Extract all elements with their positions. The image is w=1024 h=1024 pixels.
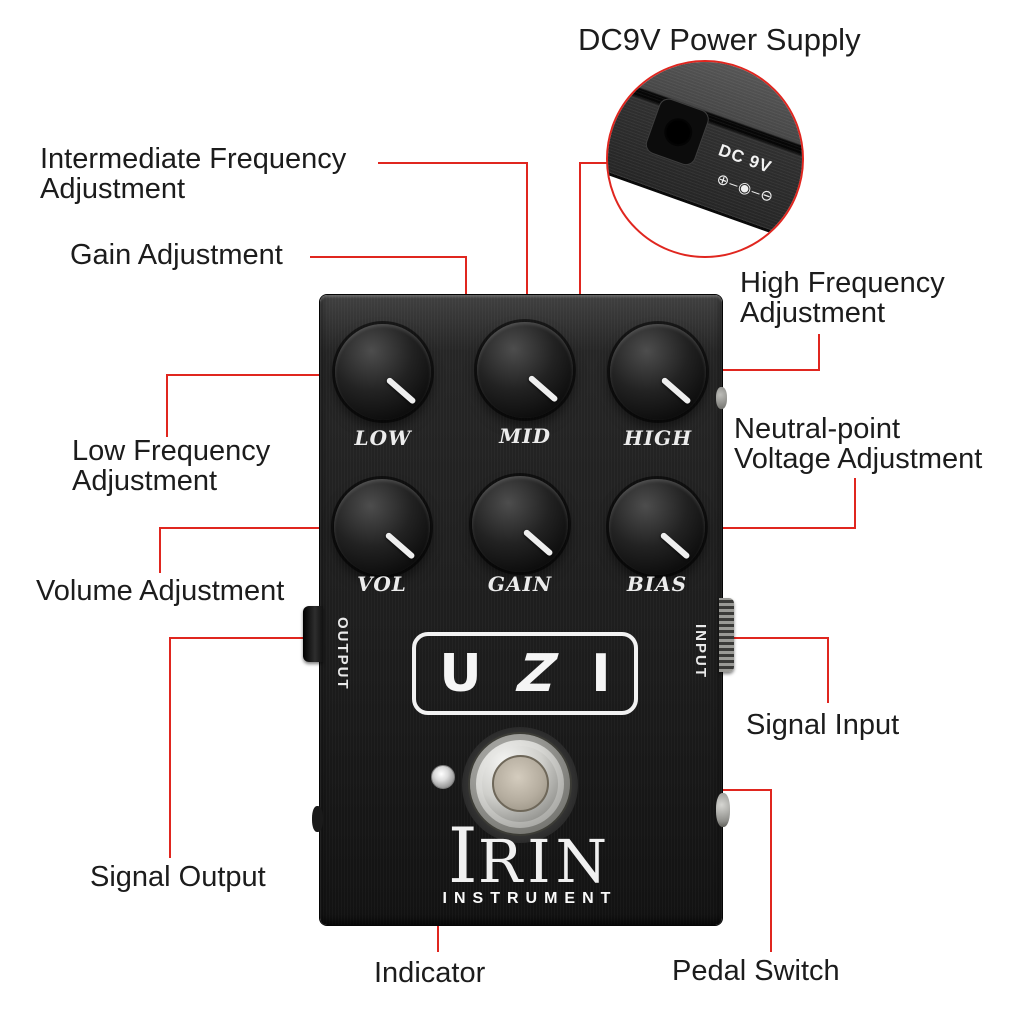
leader-dc-h <box>580 162 608 164</box>
knob-mid <box>477 322 573 418</box>
output-side-label: OUTPUT <box>334 617 351 691</box>
label-dc9v-power-supply: DC9V Power Supply <box>578 22 861 57</box>
leader-gain-h1 <box>310 256 467 258</box>
label-low-frequency-line1: Low Frequency <box>72 435 271 467</box>
label-low-frequency: Low Frequency Adjustment <box>72 436 270 496</box>
leader-intermediate-frequency-v <box>526 162 528 368</box>
brand-subtitle: INSTRUMENT <box>442 890 618 907</box>
label-volume-adjustment: Volume Adjustment <box>36 575 285 607</box>
label-high-frequency: High Frequency Adjustment <box>740 268 945 328</box>
input-side-label: INPUT <box>692 624 709 679</box>
knob-bias <box>609 479 705 575</box>
knob-label-mid: MID <box>499 424 551 448</box>
output-jack <box>303 606 323 662</box>
leader-neutral-point-v <box>854 478 856 529</box>
label-intermediate-frequency: Intermediate Frequency Adjustment <box>40 144 346 204</box>
knob-label-vol: VOL <box>357 572 407 596</box>
leader-signal-output-v <box>169 637 171 858</box>
leader-high-frequency-v <box>818 334 820 371</box>
side-screw <box>716 793 730 827</box>
model-letter-i: I <box>591 643 611 704</box>
leader-dc-v <box>579 162 581 328</box>
label-low-frequency-line2: Adjustment <box>72 465 218 498</box>
knob-gain <box>472 476 568 572</box>
model-letter-u: U <box>439 643 482 704</box>
label-signal-input: Signal Input <box>746 709 900 741</box>
knob-pointer <box>385 376 417 405</box>
brand-logo: IRIN <box>410 818 650 894</box>
brand-rest: RIN <box>477 827 613 896</box>
leader-neutral-point-h <box>656 527 856 529</box>
label-intermediate-frequency-line1: Intermediate Frequency <box>40 143 347 175</box>
leader-intermediate-frequency-h <box>378 162 528 164</box>
leader-low-frequency-h <box>166 374 382 376</box>
pedal-corner-closeup: DC 9V ⊕–◉–⊖ <box>608 62 802 256</box>
model-nameplate: U Z I <box>412 632 638 715</box>
indicator-led <box>431 765 455 789</box>
knob-high <box>610 324 706 420</box>
label-neutral-point: Neutral-point Voltage Adjustment <box>734 414 982 474</box>
side-screw <box>312 806 323 832</box>
label-signal-output: Signal Output <box>90 861 266 893</box>
leader-high-frequency-h <box>658 369 820 371</box>
dc-jack-inset: DC 9V ⊕–◉–⊖ <box>606 60 804 258</box>
dc-power-jack <box>643 95 712 168</box>
label-gain-adjustment: Gain Adjustment <box>70 239 283 271</box>
dc-jack-hole <box>660 114 697 151</box>
brand-initial: I <box>447 811 478 900</box>
input-jack <box>719 598 734 672</box>
knob-pointer <box>384 531 416 560</box>
label-high-frequency-line2: Adjustment <box>740 297 886 330</box>
knob-pointer <box>659 531 691 560</box>
knob-label-gain: GAIN <box>487 572 553 596</box>
knob-pointer <box>660 376 692 405</box>
label-neutral-point-line1: Neutral-point <box>734 413 901 445</box>
knob-low <box>335 324 431 420</box>
model-letter-z: Z <box>508 643 564 704</box>
footswitch-ring <box>468 732 572 836</box>
leader-signal-output-h <box>170 637 322 639</box>
knob-pointer <box>522 528 554 557</box>
leader-signal-input-v <box>827 637 829 703</box>
label-pedal-switch: Pedal Switch <box>672 955 840 987</box>
leader-signal-input-h <box>725 637 829 639</box>
label-high-frequency-line1: High Frequency <box>740 267 945 299</box>
leader-volume-h <box>159 527 379 529</box>
leader-volume-v <box>159 527 161 573</box>
knob-label-low: LOW <box>354 426 412 450</box>
knob-vol <box>334 479 430 575</box>
knob-pointer <box>527 374 559 403</box>
knob-label-bias: BIAS <box>626 572 688 596</box>
footswitch-button <box>492 755 549 812</box>
leader-low-frequency-v <box>166 374 168 437</box>
label-intermediate-frequency-line2: Adjustment <box>40 173 186 206</box>
leader-pedal-switch-v <box>770 789 772 952</box>
knob-label-high: HIGH <box>623 426 693 450</box>
label-neutral-point-line2: Voltage Adjustment <box>734 443 983 476</box>
side-screw <box>716 387 727 409</box>
label-indicator: Indicator <box>374 957 486 989</box>
